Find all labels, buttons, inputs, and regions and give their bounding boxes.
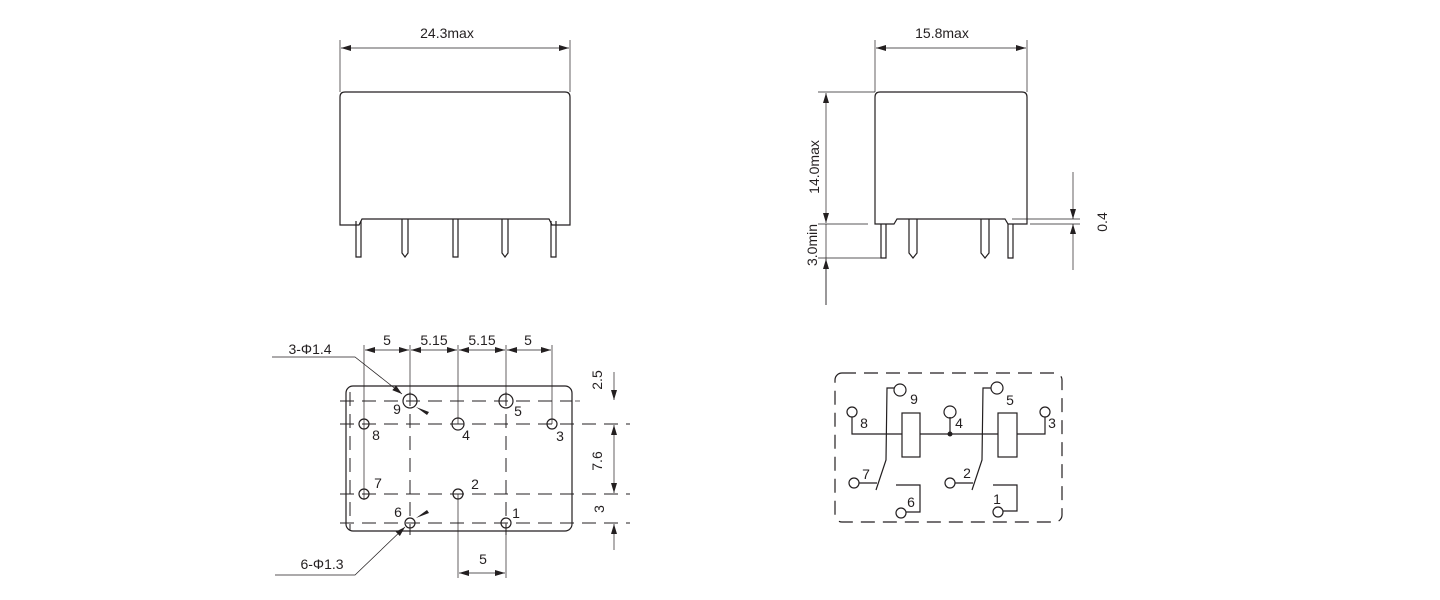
pitch-dim-4: 5 <box>524 332 532 348</box>
pitch-dim-1: 5 <box>383 332 391 348</box>
pin-length-dim-label: 3.0min <box>804 224 820 266</box>
row-dim-1: 2.5 <box>589 370 605 390</box>
pin-label: 3 <box>556 428 564 444</box>
front-view: 24.3max <box>339 25 571 258</box>
schematic-pin-label: 9 <box>910 391 918 407</box>
pin-label: 1 <box>512 505 520 521</box>
width-dim-label: 24.3max <box>420 25 474 41</box>
schematic-pin-label: 7 <box>862 466 870 482</box>
bottom-dim: 5 <box>479 551 487 567</box>
schematic-pin-label: 6 <box>907 494 915 510</box>
standoff-dim-label: 0.4 <box>1094 212 1110 232</box>
relay-body <box>339 91 571 226</box>
row-dim-2: 7.6 <box>589 451 605 471</box>
pin-label: 8 <box>372 427 380 443</box>
schematic-pin-label: 2 <box>963 465 971 481</box>
side-view: 15.8max 14.0max 3.0min 0.4 <box>804 25 1110 305</box>
pitch-dim-2: 5.15 <box>420 332 447 348</box>
side-width-dim-label: 15.8max <box>915 25 969 41</box>
large-hole-label: 3-Φ1.4 <box>288 341 331 357</box>
small-hole-label: 6-Φ1.3 <box>300 556 343 572</box>
pitch-dim-3: 5.15 <box>468 332 495 348</box>
bottom-view: 5 5.15 5.15 5 2.5 7.6 3 5 3-Φ1.4 6-Φ1.3 … <box>272 332 630 578</box>
pin-label: 6 <box>394 504 402 520</box>
pin-label: 4 <box>462 427 470 443</box>
schematic-pin-label: 4 <box>955 415 963 431</box>
schematic-pin-label: 8 <box>860 415 868 431</box>
height-dim-label: 14.0max <box>806 140 822 194</box>
pin-label: 5 <box>514 403 522 419</box>
schematic-pin-label: 1 <box>993 491 1001 507</box>
pin-label: 7 <box>374 475 382 491</box>
pin-holes <box>358 393 558 529</box>
pin-label: 9 <box>393 401 401 417</box>
schematic: 9 8 4 5 3 7 2 6 1 <box>834 372 1063 523</box>
pin-label: 2 <box>471 476 479 492</box>
relay-body-side <box>874 91 1028 225</box>
row-dim-3: 3 <box>591 505 607 513</box>
schematic-pin-label: 5 <box>1006 392 1014 408</box>
schematic-pin-label: 3 <box>1048 415 1056 431</box>
